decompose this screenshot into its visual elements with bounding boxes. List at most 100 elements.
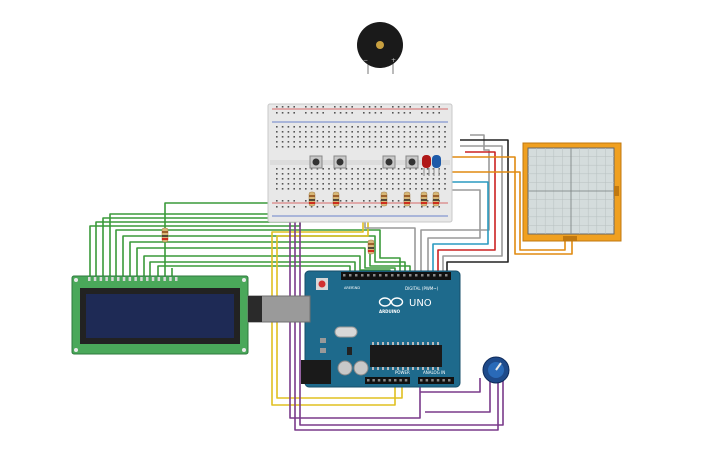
wire-green[interactable] (115, 229, 401, 278)
resistor[interactable] (420, 191, 428, 207)
breadboard-hole (432, 136, 435, 138)
breadboard-hole (415, 173, 417, 175)
chip-leg (402, 367, 404, 370)
resistor[interactable] (380, 191, 388, 207)
breadboard-hole (322, 136, 324, 138)
resistor[interactable] (308, 191, 316, 207)
breadboard-hole (276, 183, 278, 185)
lcd-16x2[interactable] (71, 275, 249, 355)
buzzer-plus-label: + (391, 57, 396, 64)
rail-hole (426, 112, 429, 114)
rail-hole (339, 206, 342, 208)
breadboard-hole (363, 188, 365, 190)
piezo-buzzer[interactable]: − + (357, 22, 403, 74)
resistor[interactable] (161, 227, 169, 243)
rail-hole (345, 200, 348, 202)
push-button[interactable] (333, 155, 347, 169)
wire-blue[interactable] (432, 181, 489, 272)
breadboard-hole (339, 188, 342, 190)
breadboard-hole (386, 178, 388, 180)
wire-purple[interactable] (425, 378, 491, 413)
resistor[interactable] (367, 239, 375, 255)
lcd-pin (175, 277, 178, 281)
header-pin (445, 274, 448, 277)
analog-header[interactable] (418, 377, 454, 384)
breadboard-hole (357, 126, 359, 128)
rail-hole (339, 106, 342, 108)
breadboard-hole (409, 131, 411, 133)
breadboard-hole (392, 136, 394, 138)
arduino-uno[interactable]: UNO ARDUINO DIGITAL (PWM~) AREF GND POWE… (247, 270, 461, 388)
breadboard-hole (339, 168, 342, 170)
rail-hole (380, 112, 382, 114)
rail-hole (322, 112, 324, 114)
resistor[interactable] (432, 191, 440, 207)
power-jack[interactable] (301, 360, 331, 384)
chip-leg (422, 342, 424, 345)
wire-gray[interactable] (427, 189, 481, 272)
led-red[interactable] (422, 155, 431, 176)
wire-purple[interactable] (420, 378, 481, 393)
push-button[interactable] (405, 155, 419, 169)
breadboard-hole (316, 126, 319, 128)
breadboard-hole (310, 168, 313, 170)
wire-green[interactable] (149, 261, 356, 278)
header-pin (433, 274, 436, 277)
rail-hole (287, 106, 290, 108)
breadboard-hole (403, 178, 406, 180)
wire-orange[interactable] (440, 156, 573, 255)
breadboard-hole (409, 188, 411, 190)
breadboard-hole (351, 183, 353, 185)
rail-hole (287, 206, 290, 208)
breadboard-hole (305, 136, 307, 138)
touch-screen-module[interactable] (522, 142, 622, 242)
breadboard-hole (444, 168, 446, 170)
header-pin (383, 379, 386, 382)
wire-green[interactable] (136, 247, 396, 278)
wire-green[interactable] (122, 235, 406, 278)
chip-leg (417, 367, 419, 370)
header-pin (431, 379, 434, 382)
breadboard-hole (438, 141, 440, 143)
rail-hole (409, 206, 411, 208)
breadboard-hole (380, 183, 382, 185)
breadboard-hole (397, 183, 400, 185)
rail-hole (316, 106, 319, 108)
breadboard-hole (339, 131, 342, 133)
rail-hole (281, 106, 284, 108)
breadboard-hole (334, 188, 336, 190)
breadboard-hole (345, 183, 348, 185)
wire-green[interactable] (143, 255, 391, 278)
breadboard-hole (415, 131, 417, 133)
lcd-pin (146, 277, 149, 281)
push-button[interactable] (309, 155, 323, 169)
rail-hole (438, 106, 440, 108)
push-buttons[interactable] (309, 155, 419, 169)
header-pin (343, 274, 346, 277)
breadboard-hole (316, 188, 319, 190)
screen-grid (528, 148, 614, 234)
wire-orange[interactable] (345, 171, 566, 251)
resistor[interactable] (332, 191, 340, 207)
header-pin (379, 274, 382, 277)
push-button[interactable] (382, 155, 396, 169)
wire-gray[interactable] (442, 145, 503, 272)
chip-leg (407, 367, 409, 370)
breadboard-hole (316, 131, 319, 133)
wire-black[interactable] (446, 139, 509, 272)
power-header[interactable] (365, 377, 410, 384)
breadboard-hole (397, 141, 400, 143)
breadboard-hole (299, 126, 301, 128)
header-pin (361, 274, 364, 277)
wire-green[interactable] (157, 265, 351, 278)
wire-gray[interactable] (420, 134, 490, 272)
led-blue[interactable] (432, 155, 441, 176)
digital-header[interactable] (341, 272, 451, 280)
wire-red[interactable] (437, 151, 496, 272)
breadboard-hole (368, 141, 371, 143)
breadboard-hole (363, 183, 365, 185)
resistor[interactable] (403, 191, 411, 207)
potentiometer[interactable] (482, 356, 510, 384)
